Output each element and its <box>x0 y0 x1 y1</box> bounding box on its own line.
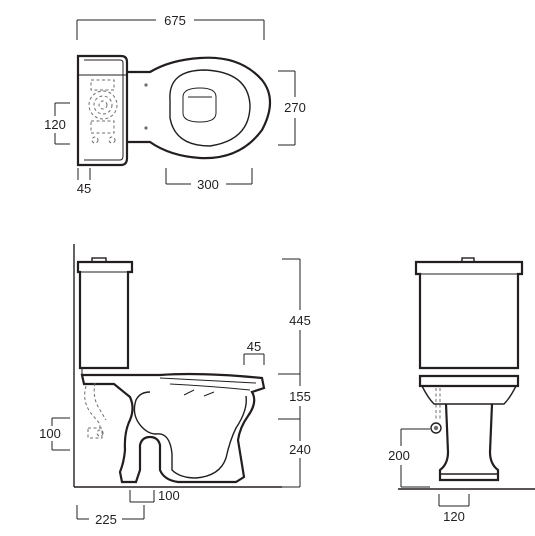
dim-seat-gap: 155 <box>289 389 311 404</box>
top-view: 675 270 120 45 <box>44 13 306 196</box>
cistern-side <box>76 260 134 370</box>
dim-waste-offset: 45 <box>247 339 261 354</box>
dim-pedestal-width: 120 <box>443 509 465 524</box>
bowl-side <box>80 372 266 484</box>
dim-front-inlet-height: 200 <box>388 448 410 463</box>
dim-bowl-height: 240 <box>289 442 311 457</box>
dim-depth: 270 <box>284 100 306 115</box>
dim-cistern-depth: 120 <box>44 117 66 132</box>
dim-wall-offset: 225 <box>95 512 117 527</box>
cistern-front <box>414 260 524 370</box>
dim-inlet-height: 100 <box>39 426 61 441</box>
cistern-top-outline <box>76 54 129 167</box>
dim-outlet-center: 100 <box>158 488 180 503</box>
dim-cistern-height: 445 <box>289 313 311 328</box>
dim-bowl-width: 300 <box>197 177 219 192</box>
pedestal-front <box>438 403 500 482</box>
dim-wall-gap: 45 <box>77 181 91 196</box>
side-view: 45 445 155 240 100 100 225 <box>39 244 311 527</box>
seat-outline <box>127 56 272 160</box>
dim-overall-width: 675 <box>164 13 186 28</box>
front-view: 200 120 <box>388 257 535 524</box>
